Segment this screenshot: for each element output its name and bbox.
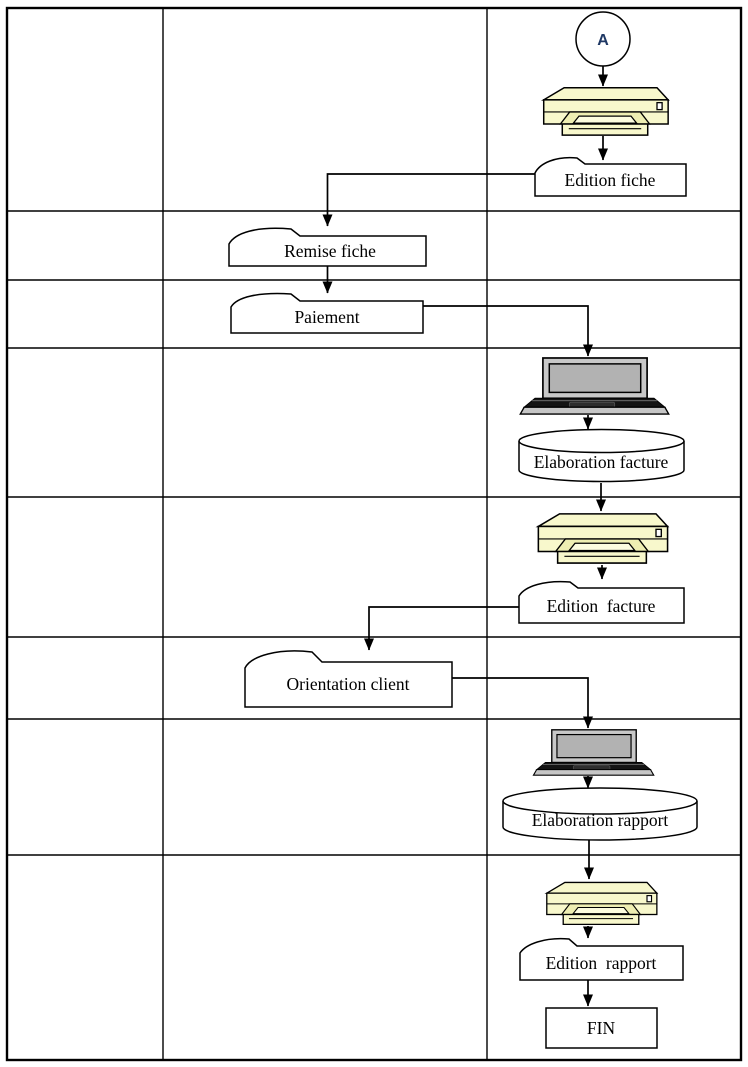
node-label: Edition facture <box>547 596 656 616</box>
node-label: Edition fiche <box>565 170 656 190</box>
printer-icon <box>542 86 669 136</box>
start-connector-label: A <box>597 32 609 49</box>
document-shape <box>230 292 424 334</box>
node-remise-fiche: Remise fiche <box>228 227 427 267</box>
document-shape <box>518 580 685 624</box>
node-elaboration-facture: Elaboration facture <box>518 428 685 483</box>
printer-icon <box>546 881 658 926</box>
node-paiement: Paiement <box>230 292 424 334</box>
node-edition-rapport: Edition rapport <box>519 937 684 981</box>
table-grid <box>5 6 743 1062</box>
laptop-icon <box>519 357 670 415</box>
node-edition-fiche: Edition fiche <box>534 156 687 197</box>
document-shape <box>519 937 684 981</box>
flow-arrow-paiement-to-laptop1 <box>423 305 593 357</box>
node-elaboration-rapport: Elaboration rapport <box>502 787 698 841</box>
node-label: Orientation client <box>287 674 410 694</box>
terminator-shape <box>545 1007 658 1049</box>
printer-icon <box>537 513 669 564</box>
connector-circle <box>575 11 631 67</box>
cylinder-top <box>502 787 698 815</box>
node-label: Elaboration facture <box>534 452 669 472</box>
flow-arrow-edition-fiche-to-remise-fiche <box>322 173 535 227</box>
node-fin: FIN <box>545 1007 658 1049</box>
flow-arrow-edition-facture-to-orientation-client <box>364 606 519 651</box>
node-label: FIN <box>587 1018 616 1038</box>
node-orientation-client: Orientation client <box>244 650 453 708</box>
cylinder-top <box>518 428 685 454</box>
node-label: Elaboration rapport <box>532 810 669 830</box>
node-label: Remise fiche <box>284 241 376 261</box>
node-edition-facture: Edition facture <box>518 580 685 624</box>
node-label: Paiement <box>294 307 359 327</box>
table-border <box>5 6 743 1062</box>
flow-connectors <box>322 66 608 1007</box>
document-shape <box>228 227 427 267</box>
document-shape <box>244 650 453 708</box>
laptop-icon <box>532 729 655 776</box>
flow-arrow-orientation-client-to-laptop2 <box>452 677 593 729</box>
document-shape <box>534 156 687 197</box>
node-start-connector: A <box>575 11 631 67</box>
node-label: Edition rapport <box>546 953 657 973</box>
